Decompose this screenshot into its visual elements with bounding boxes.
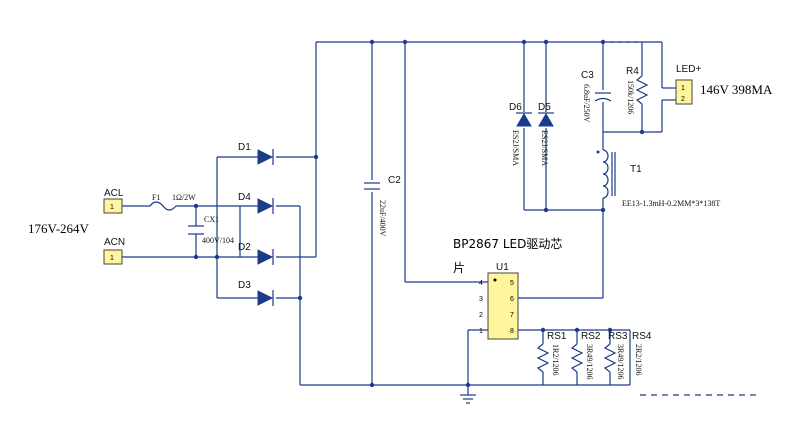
rs1-value: 1R2/1206 [551, 344, 560, 376]
led-label: LED+ [676, 64, 701, 75]
u1-pin-6: 6 [510, 296, 514, 303]
capacitor-cx1: CX1 400V/104 [188, 215, 234, 245]
capacitor-c2: C2 22uF/400V [364, 175, 401, 237]
led-pin-2: 2 [681, 96, 685, 103]
diode-d2: D2 [238, 242, 274, 265]
c2-value: 22uF/400V [378, 200, 387, 237]
acl-connector: 1 ACL [103, 188, 124, 214]
d5-label: D5 [538, 102, 551, 113]
diode-d5: D5 ES2J/SMA [538, 102, 554, 166]
c3-ref: C3 [581, 70, 594, 81]
input-voltage-label: 176V-264V [28, 221, 90, 236]
d5-value: ES2J/SMA [540, 130, 549, 166]
rs4-value: 2R2/1206 [634, 344, 643, 376]
u1-pin-4: 4 [479, 280, 483, 287]
r4-value: 150k/1206 [626, 80, 635, 114]
d2-label: D2 [238, 242, 251, 253]
fuse-f1: F1 1Ω/2W [149, 193, 196, 211]
rs3-value: 3R49/1206 [616, 344, 625, 380]
resistor-r4: R4 150k/1206 [626, 66, 649, 114]
fuse-ref: F1 [152, 193, 160, 202]
chip-title-2: 片 [453, 261, 465, 275]
rs3-ref: RS3 [608, 331, 628, 342]
fuse-value: 1Ω/2W [172, 193, 196, 202]
u1-pin-8: 8 [510, 328, 514, 335]
u1-pin-3: 3 [479, 296, 483, 303]
acn-label: ACN [104, 237, 125, 248]
ground-icon [460, 394, 476, 404]
capacitor-c3: C3 6.8uF/250V [581, 70, 612, 123]
diode-d1: D1 [238, 142, 274, 165]
diode-d6: D6 ES2J/SMA [509, 102, 532, 166]
u1-pin-1: 1 [479, 328, 483, 335]
cx1-ref: CX1 [204, 215, 219, 224]
u1-pin-5: 5 [510, 280, 514, 287]
rs2-ref: RS2 [581, 331, 601, 342]
t1-ref: T1 [630, 164, 642, 175]
u1-pin-2: 2 [479, 312, 483, 319]
output-label: 146V 398MA [700, 82, 773, 97]
resistor-rs2: RS2 3R49/1206 [570, 331, 601, 380]
c2-ref: C2 [388, 175, 401, 186]
r4-ref: R4 [626, 66, 639, 77]
t1-spec: EE13-1.3mH-0.2MM*3*138T [622, 199, 720, 208]
u1-pin-7: 7 [510, 312, 514, 319]
acl-label: ACL [104, 188, 124, 199]
d1-label: D1 [238, 142, 251, 153]
c3-value: 6.8uF/250V [582, 84, 591, 123]
chip-title: BP2867 LED驱动芯 [453, 237, 562, 251]
rs4-ref: RS4 [632, 331, 652, 342]
led-pin-1: 1 [681, 85, 685, 92]
cx1-value: 400V/104 [202, 236, 234, 245]
acn-connector: 1 ACN [103, 237, 125, 265]
d3-label: D3 [238, 280, 251, 291]
diode-d3: D3 [238, 280, 274, 306]
chip-u1: U1 4 5 3 6 2 7 1 8 [479, 262, 519, 340]
d6-value: ES2J/SMA [511, 130, 520, 166]
rs2-value: 3R49/1206 [585, 344, 594, 380]
diode-d4: D4 [238, 192, 274, 214]
transformer-t1: T1 EE13-1.3mH-0.2MM*3*138T [596, 149, 720, 208]
led-connector: 1 2 LED+ [675, 64, 701, 105]
resistor-rs3: RS3 3R49/1206 [603, 331, 628, 380]
acl-pin: 1 [110, 204, 114, 211]
resistor-rs1: RS1 1R2/1206 [536, 331, 567, 376]
resistor-rs4: RS4 2R2/1206 [632, 331, 652, 376]
rs1-ref: RS1 [547, 331, 567, 342]
u1-label: U1 [496, 262, 509, 273]
acn-pin: 1 [110, 255, 114, 262]
d6-label: D6 [509, 102, 522, 113]
d4-label: D4 [238, 192, 251, 203]
junctions [193, 39, 645, 388]
